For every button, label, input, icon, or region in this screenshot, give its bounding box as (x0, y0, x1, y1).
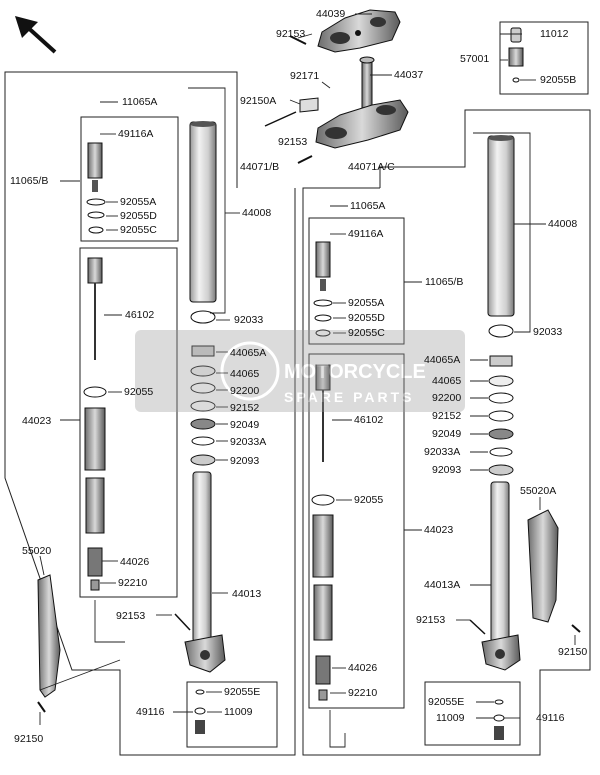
part-labels: 44039 92153 92171 44037 92150A 92153 570… (10, 8, 587, 745)
label-92153-top: 92153 (276, 28, 305, 40)
label-44013A: 44013A (424, 579, 460, 591)
label-44008-left: 44008 (242, 207, 271, 219)
label-92055C-right: 92055C (348, 327, 385, 339)
label-44065A-right: 44065A (424, 354, 460, 366)
label-92055A-right: 92055A (348, 297, 384, 309)
label-92153-right: 92153 (416, 614, 445, 626)
label-92093-left: 92093 (230, 455, 259, 467)
label-92055C-left: 92055C (120, 224, 157, 236)
label-44026-right: 44026 (348, 662, 377, 674)
label-92200-right: 92200 (432, 392, 461, 404)
label-92055-left: 92055 (124, 386, 153, 398)
label-92200-left: 92200 (230, 385, 259, 397)
label-92055B: 92055B (540, 74, 576, 86)
label-49116A-left: 49116A (118, 128, 153, 140)
right-bottom-parts (469, 619, 581, 740)
label-92055D-right: 92055D (348, 312, 385, 324)
cable-clamp (299, 97, 319, 113)
right-cartridge (311, 241, 335, 701)
left-seals (190, 310, 216, 466)
label-55020A: 55020A (520, 485, 556, 497)
label-92152-right: 92152 (432, 410, 461, 422)
label-46102-right: 46102 (354, 414, 383, 426)
label-44013: 44013 (232, 588, 261, 600)
right-fork-guard (527, 509, 559, 623)
label-92049-left: 92049 (230, 419, 259, 431)
label-57001: 57001 (460, 53, 489, 65)
label-92055D-left: 92055D (120, 210, 157, 222)
label-92171: 92171 (290, 70, 319, 82)
label-92150A: 92150A (240, 95, 276, 107)
label-92055E-right: 92055E (428, 696, 464, 708)
label-92093-right: 92093 (432, 464, 461, 476)
label-44023-right: 44023 (424, 524, 453, 536)
label-44023-left: 44023 (22, 415, 51, 427)
label-44065A-left: 44065A (230, 347, 266, 359)
label-92210-left: 92210 (118, 577, 147, 589)
left-bottom-parts (37, 613, 206, 734)
label-55020: 55020 (22, 545, 51, 557)
label-11012: 11012 (540, 28, 569, 40)
label-11065A-left: 11065A (122, 96, 157, 108)
lower-triple-clamp (315, 99, 409, 149)
label-92153-left: 92153 (116, 610, 145, 622)
label-49116-right: 49116 (536, 712, 565, 724)
frame-lines (4, 21, 591, 756)
label-11009-right: 11009 (436, 712, 465, 724)
left-fork-guard (37, 574, 61, 698)
right-outer-tube (487, 135, 515, 317)
label-92055A-left: 92055A (120, 196, 156, 208)
label-44026-left: 44026 (120, 556, 149, 568)
left-outer-tube (189, 121, 217, 303)
leader-lines (39, 13, 576, 725)
label-44065-left: 44065 (230, 368, 259, 380)
label-92153-mid: 92153 (278, 136, 307, 148)
label-44071AC: 44071A/C (348, 161, 395, 173)
label-92150-right: 92150 (558, 646, 587, 658)
direction-arrow-icon (15, 16, 57, 54)
label-49116-left: 49116 (136, 706, 165, 718)
label-11009-left: 11009 (224, 706, 253, 718)
watermark-subtitle: SPARE PARTS (284, 389, 415, 405)
label-92150-left: 92150 (14, 733, 43, 745)
label-44008-right: 44008 (548, 218, 577, 230)
label-11065A-right: 11065A (350, 200, 385, 212)
label-92049-right: 92049 (432, 428, 461, 440)
label-92210-right: 92210 (348, 687, 377, 699)
bolt-icon (264, 35, 313, 164)
left-inner-tube (184, 471, 226, 673)
label-92055-right: 92055 (354, 494, 383, 506)
label-46102-left: 46102 (125, 309, 154, 321)
air-valve (508, 27, 524, 83)
upper-triple-clamp (317, 9, 401, 53)
label-92033A-right: 92033A (424, 446, 460, 458)
watermark: MOTORCYCLE SPARE PARTS (135, 330, 465, 412)
label-92033-right: 92033 (533, 326, 562, 338)
watermark-title: MOTORCYCLE (284, 361, 426, 383)
label-44065-right: 44065 (432, 375, 461, 387)
label-11065B-left: 11065/B (10, 175, 48, 187)
label-92033-left: 92033 (234, 314, 263, 326)
label-11065B-right: 11065/B (425, 276, 463, 288)
label-92055E-left: 92055E (224, 686, 260, 698)
left-cartridge (83, 142, 107, 591)
label-44037: 44037 (394, 69, 423, 81)
label-92152-left: 92152 (230, 402, 259, 414)
label-49116A-right: 49116A (348, 228, 383, 240)
label-92033A-left: 92033A (230, 436, 266, 448)
right-inner-tube (481, 481, 521, 671)
label-44039: 44039 (316, 8, 345, 20)
right-seals (488, 324, 514, 476)
label-44071B: 44071/B (240, 161, 279, 173)
